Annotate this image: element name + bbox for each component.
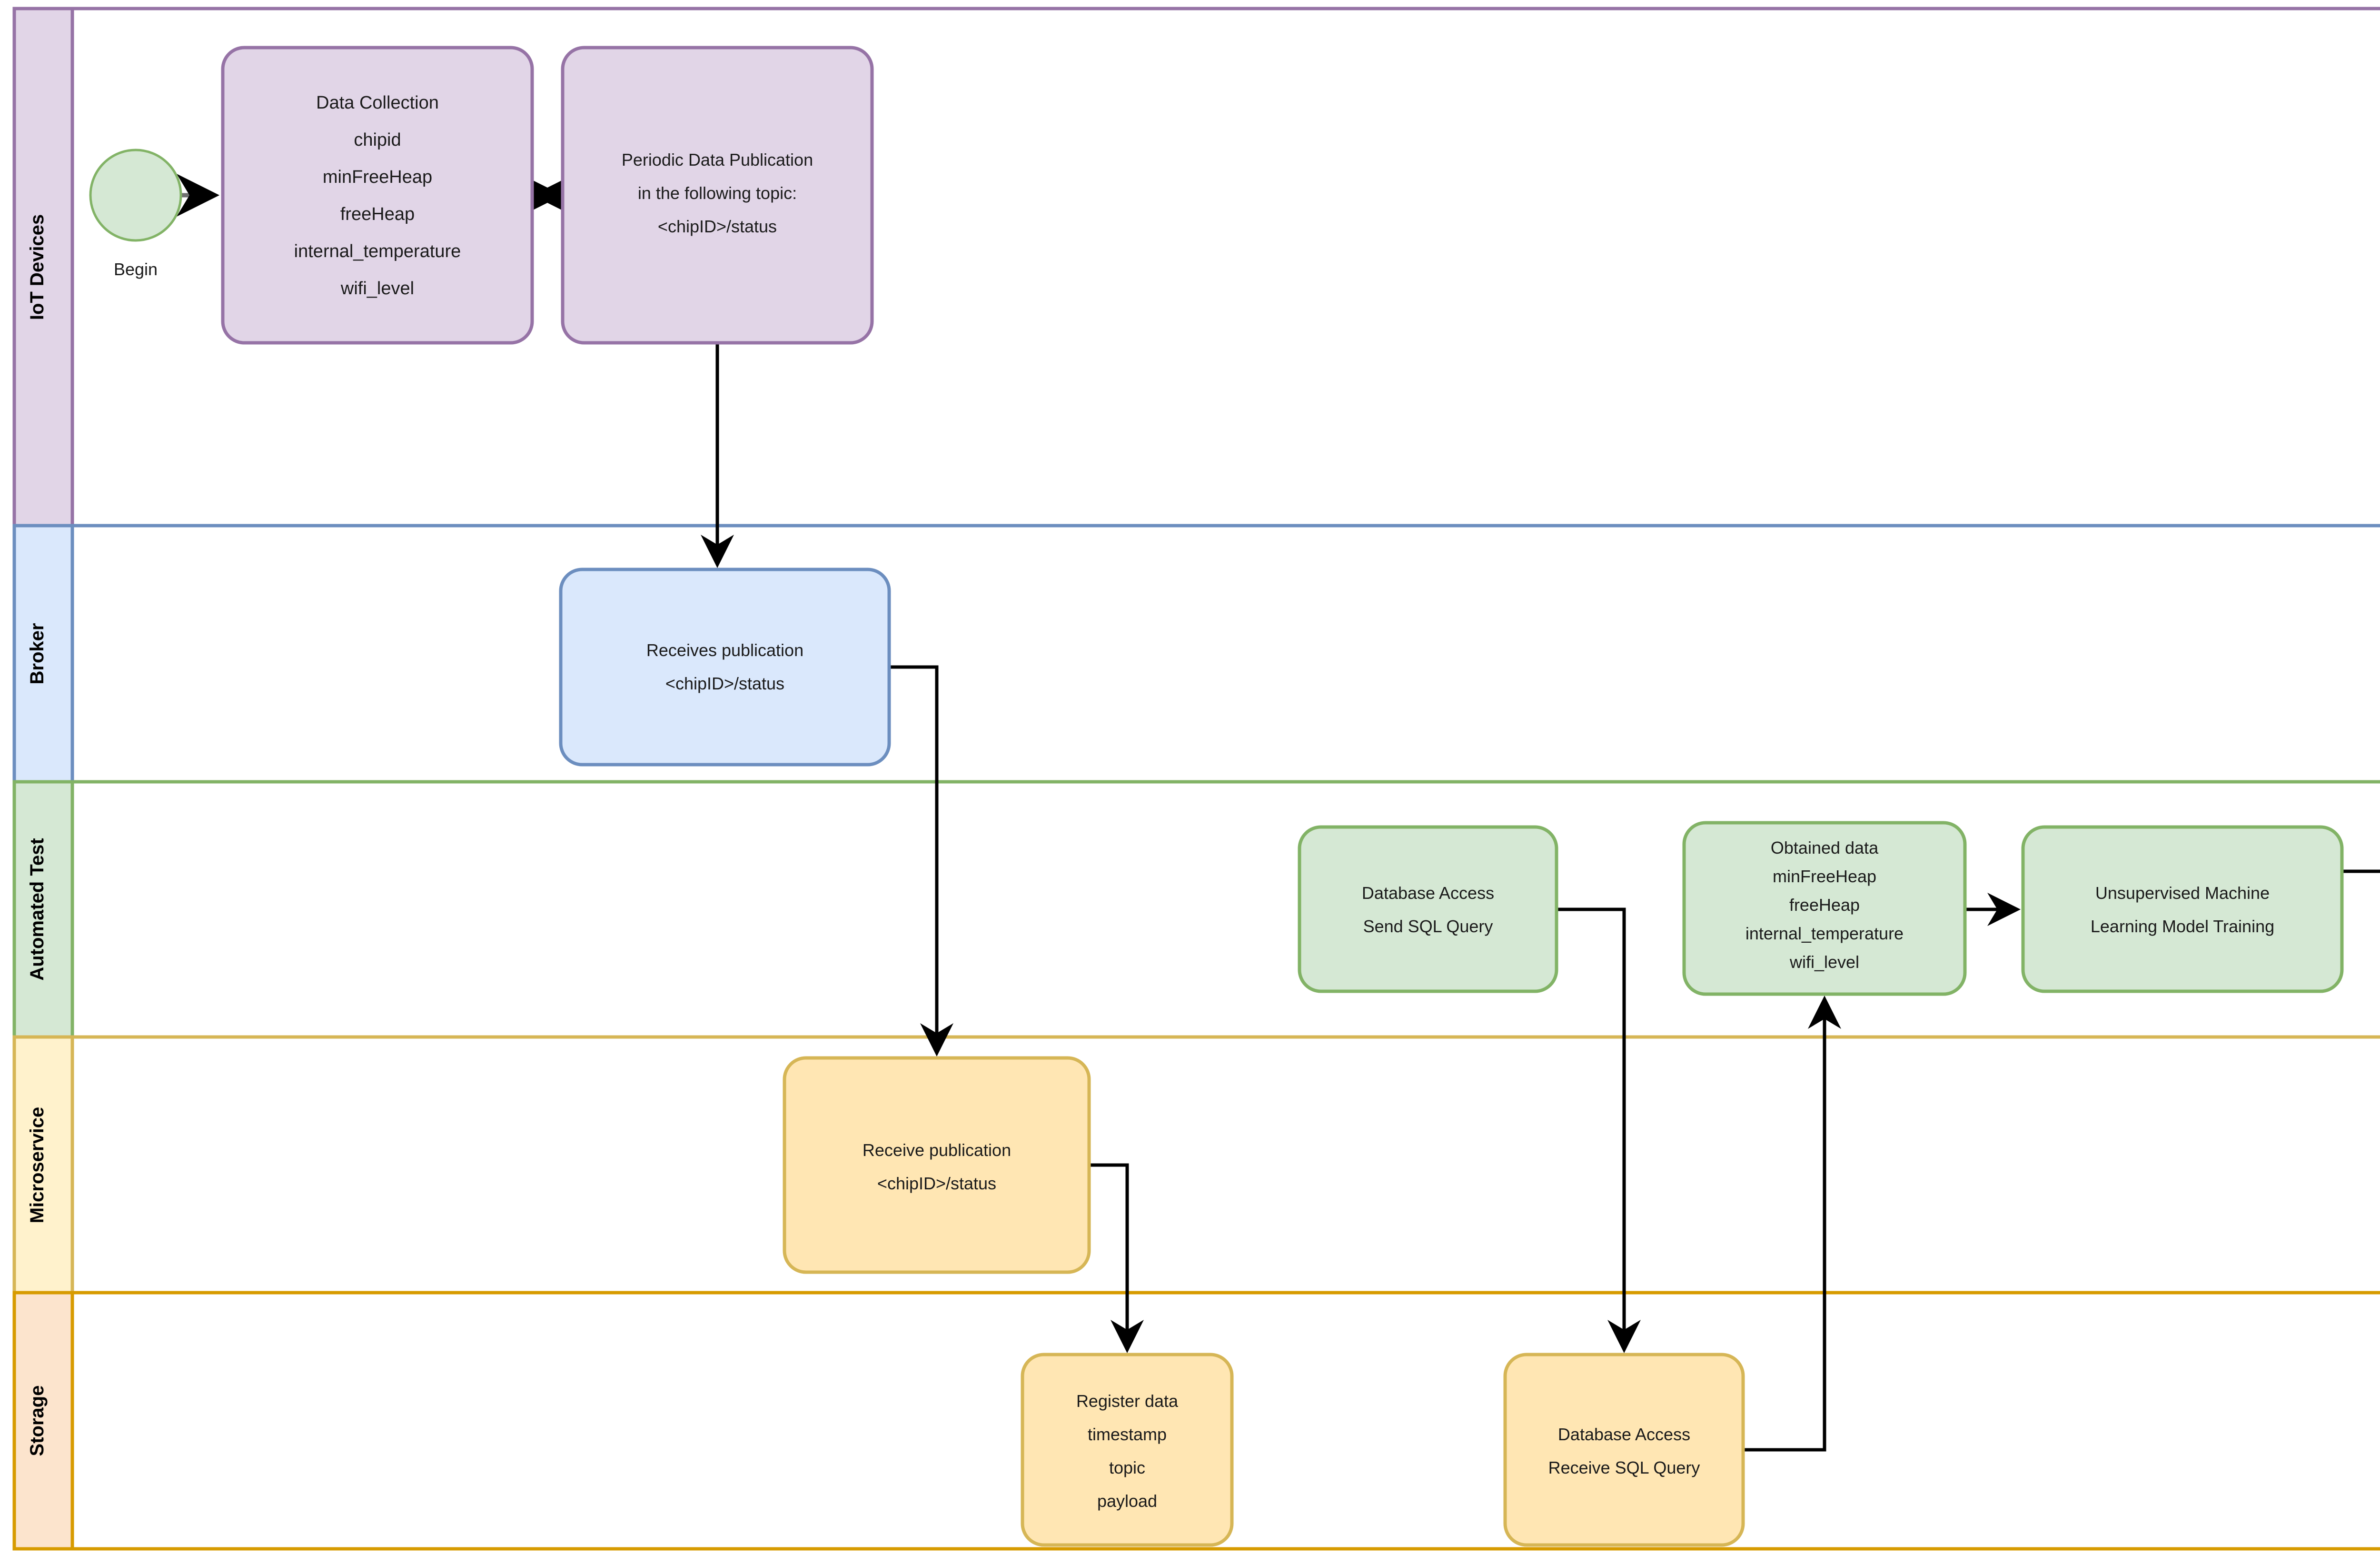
data-collection-line-5: wifi_level [340,279,414,299]
connector-microservice-to-register [1089,1163,1144,1353]
obtained-data-line-0: Obtained data [1771,838,1879,857]
register-data-line-2: topic [1109,1458,1145,1477]
data-collection-line-1: chipid [354,130,401,150]
lane-label-microservice: Microservice [27,1107,48,1224]
broker-receives-line-0: Receives publication [646,640,803,660]
register-data-line-3: payload [1097,1491,1157,1511]
connector-sendquery-to-dbreceive [1557,907,1641,1353]
register-data-line-0: Register data [1076,1391,1179,1411]
db-receive-query-line-1: Receive SQL Query [1548,1458,1700,1477]
data-collection-line-0: Data Collection [316,93,439,113]
node-register-data[interactable]: Register data timestamp topic payload [1021,1353,1234,1547]
periodic-publication-line-0: Periodic Data Publication [622,150,813,169]
register-data-line-1: timestamp [1088,1425,1167,1444]
receive-publication-line-0: Receive publication [863,1140,1011,1160]
node-periodic-publication[interactable]: Periodic Data Publication in the followi… [561,46,874,345]
node-ml-training[interactable]: Unsupervised Machine Learning Model Trai… [2021,825,2344,993]
node-begin-event[interactable]: Begin [89,149,182,279]
db-receive-query-line-0: Database Access [1558,1425,1690,1444]
connector-layer [177,171,2380,1452]
obtained-data-line-2: freeHeap [1789,895,1860,915]
node-data-collection[interactable]: Data Collection chipid minFreeHeap freeH… [221,46,534,345]
data-collection-line-3: freeHeap [340,204,415,224]
lane-microservice[interactable]: Microservice [12,1035,2380,1295]
node-layer: Begin Data Collection chipid minFreeHeap… [89,46,2344,1547]
lane-broker[interactable]: Broker [12,524,2380,784]
node-receive-publication[interactable]: Receive publication <chipID>/status [783,1056,1091,1274]
node-db-receive-query[interactable]: Database Access Receive SQL Query [1503,1353,1745,1547]
begin-event-label: Begin [114,259,158,279]
lane-label-iot-devices: IoT Devices [27,214,48,320]
data-collection-line-2: minFreeHeap [323,167,432,187]
db-send-query-line-0: Database Access [1362,883,1494,903]
lane-label-storage: Storage [27,1386,48,1456]
receive-publication-line-1: <chipID>/status [877,1174,996,1193]
broker-receives-line-1: <chipID>/status [665,674,784,693]
ml-training-line-0: Unsupervised Machine [2095,883,2270,903]
connector-broker-to-microservice [889,665,953,1057]
node-broker-receives[interactable]: Receives publication <chipID>/status [559,568,891,767]
ml-training-line-1: Learning Model Training [2091,917,2274,936]
lane-label-broker: Broker [27,623,48,685]
obtained-data-line-1: minFreeHeap [1773,867,1876,886]
connector-dbreceive-to-obtained [1743,996,1841,1452]
lane-label-automated-test: Automated Test [27,838,48,980]
db-send-query-line-1: Send SQL Query [1363,917,1493,936]
obtained-data-line-3: internal_temperature [1745,924,1904,943]
obtained-data-line-4: wifi_level [1789,952,1859,972]
data-collection-line-4: internal_temperature [294,241,461,261]
node-obtained-data[interactable]: Obtained data minFreeHeap freeHeap inter… [1682,821,1967,996]
periodic-publication-line-2: <chipID>/status [658,217,777,236]
node-db-send-query[interactable]: Database Access Send SQL Query [1298,825,1558,993]
periodic-publication-line-1: in the following topic: [638,183,797,203]
